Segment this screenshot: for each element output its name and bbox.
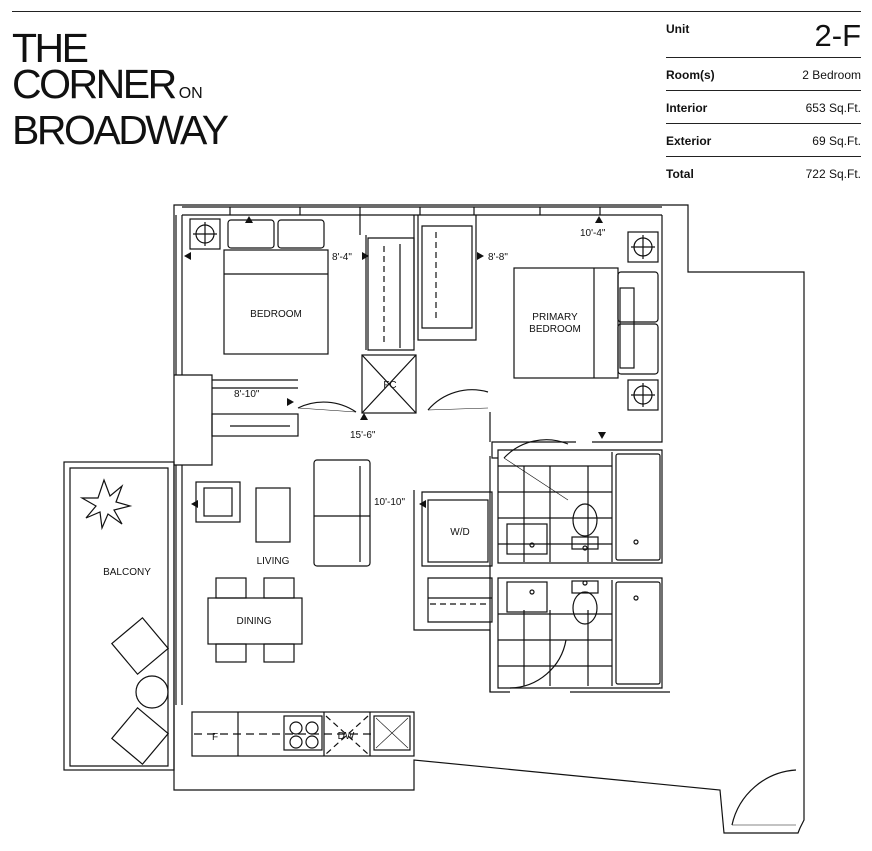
total-value: 722 Sq.Ft.: [805, 167, 861, 181]
dining-table: [207, 597, 303, 645]
logo-line-1: THE: [12, 25, 89, 71]
bathroom-2: [497, 577, 663, 689]
toilet-1: [572, 503, 598, 537]
coffee-table: [255, 487, 291, 543]
bathroom-1: [497, 449, 663, 564]
bath-door-2: [509, 639, 567, 689]
rooms-row: Room(s) 2 Bedroom: [666, 58, 861, 91]
top-window: [182, 206, 662, 216]
linen-closet: [427, 577, 493, 623]
interior-value: 653 Sq.Ft.: [805, 101, 861, 115]
logo-on: ON: [178, 85, 203, 102]
bedroom-closet: [367, 237, 415, 351]
rooms-value: 2 Bedroom: [802, 68, 861, 82]
unit-value: 2-F: [814, 18, 862, 53]
dim-bedroom-width: 8'-4": [332, 252, 352, 263]
sofa: [313, 459, 371, 567]
entry-door: [731, 769, 797, 826]
unit-label: Unit: [666, 22, 690, 36]
wd-label: W/D: [450, 527, 469, 538]
shelf: [211, 413, 299, 437]
room-living: LIVING: [257, 556, 290, 567]
room-balcony: BALCONY: [103, 567, 151, 578]
logo-corner: CORNER: [12, 61, 177, 107]
logo-line-3: BROADWAY: [12, 107, 229, 153]
fridge-label: F: [212, 732, 218, 743]
left-window: [175, 215, 183, 375]
cooktop: [283, 715, 323, 751]
interior-row: Interior 653 Sq.Ft.: [666, 91, 861, 124]
primary-closet: [421, 225, 473, 329]
bath-door-1: [503, 439, 569, 459]
room-primary-line-1: PRIMARY: [532, 312, 578, 323]
toilet-2: [572, 591, 598, 625]
interior-label: Interior: [666, 101, 708, 115]
exterior-label: Exterior: [666, 134, 712, 148]
plant-icon: [79, 478, 133, 531]
exterior-row: Exterior 69 Sq.Ft.: [666, 124, 861, 157]
washer-dryer: [427, 499, 489, 563]
primary-door: [427, 389, 489, 411]
room-dining: DINING: [237, 616, 272, 627]
bedroom-door: [297, 401, 357, 413]
bedroom-bed: [223, 249, 329, 355]
room-primary-line-2: BEDROOM: [529, 324, 581, 335]
dim-primary-width: 8'-8": [488, 252, 508, 263]
fc-shaft: [361, 354, 417, 414]
bathtub-1: [615, 453, 661, 561]
total-row: Total 722 Sq.Ft.: [666, 157, 861, 187]
primary-bed: [513, 267, 619, 379]
unit-info-table: Unit 2-F Room(s) 2 Bedroom Interior 653 …: [666, 12, 861, 187]
primary-wall: [592, 215, 663, 443]
bedroom-wall: [174, 374, 213, 466]
exterior-value: 69 Sq.Ft.: [812, 134, 861, 148]
unit-row: Unit 2-F: [666, 12, 861, 58]
header-rule: [12, 11, 861, 12]
fc-label: FC: [383, 380, 396, 391]
bathtub-2: [615, 581, 661, 685]
dim-living-width: 10'-10": [374, 497, 405, 508]
balcony: [63, 461, 175, 771]
outer-wall: [173, 204, 805, 834]
rooms-label: Room(s): [666, 68, 715, 82]
dishwasher-label: DW: [338, 731, 355, 742]
room-bedroom: BEDROOM: [250, 309, 302, 320]
dim-living-length: 15'-6": [350, 430, 376, 441]
dim-primary-length: 10'-4": [580, 228, 606, 239]
dim-bedroom-length: 8'-10": [234, 389, 260, 400]
kitchen-counter: [191, 711, 415, 757]
total-label: Total: [666, 167, 694, 181]
balcony-table: [135, 675, 169, 709]
